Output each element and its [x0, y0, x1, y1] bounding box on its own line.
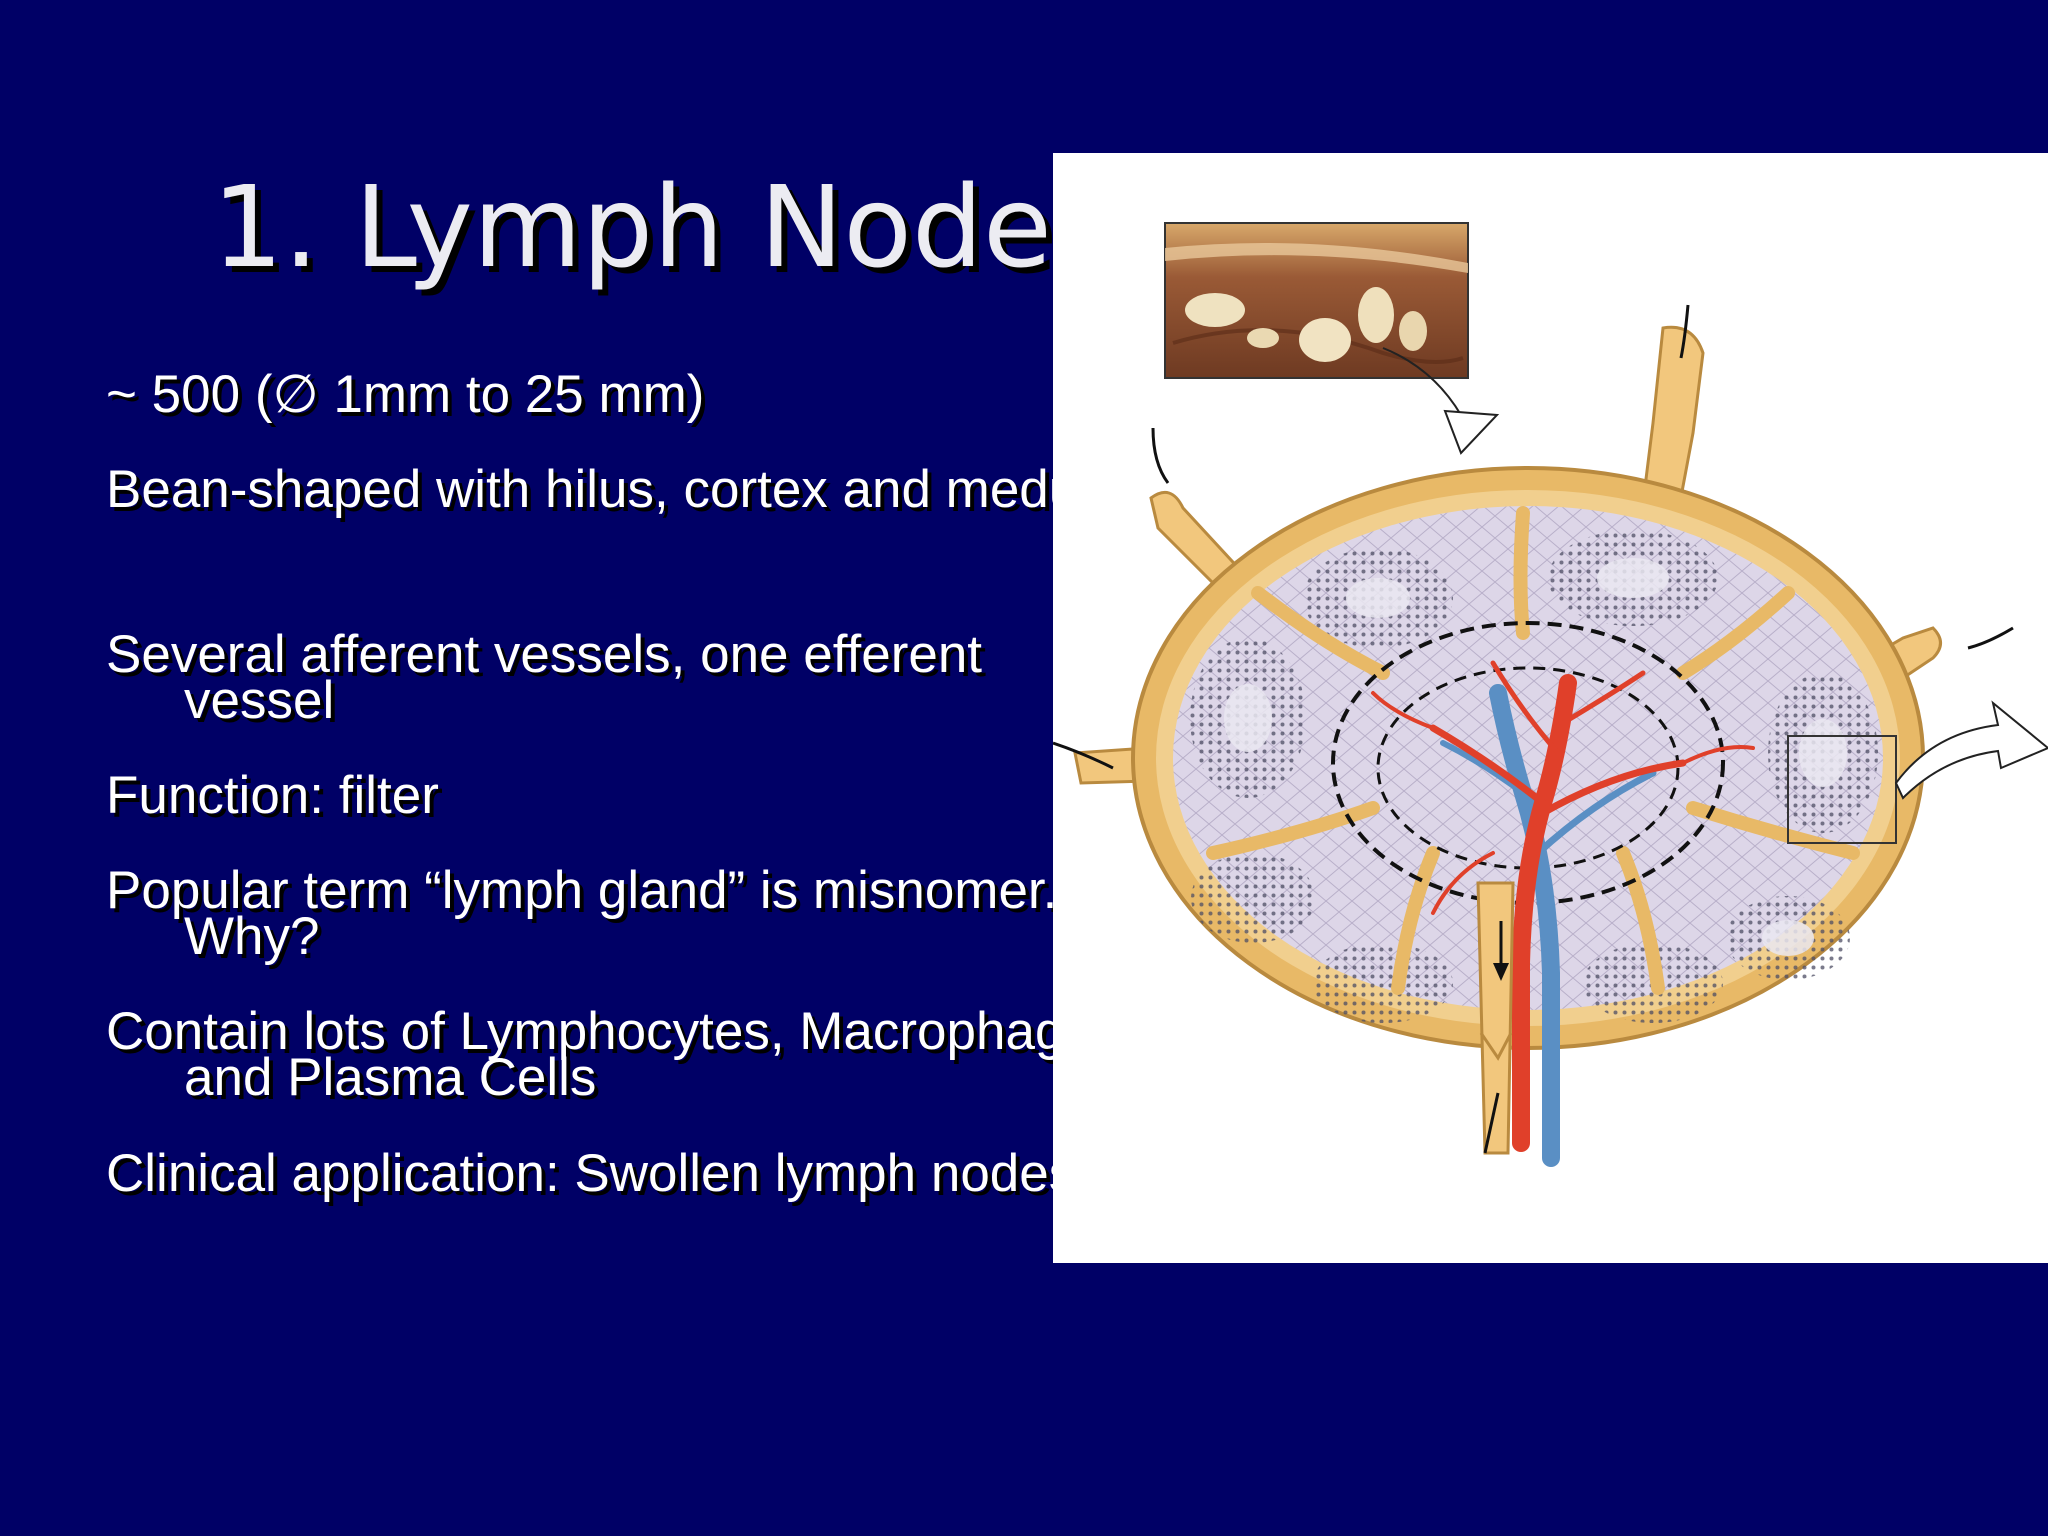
blood-vessels: [1371, 660, 1755, 1167]
bullet-vessels: Several afferent vessels, one efferent v…: [106, 625, 983, 730]
bullet-function: Function: filter: [106, 766, 439, 825]
slide-title: 1. Lymph Nodes: [212, 163, 1111, 293]
bullet-count: ~ 500 (∅ 1mm to 25 mm): [106, 365, 705, 424]
lymph-node-figure: [1053, 153, 2048, 1263]
inset-photo: [1164, 222, 1469, 379]
bullet-misnomer: Popular term “lymph gland” is misnomer. …: [106, 861, 1058, 966]
efferent-vessel: [1476, 881, 1515, 1155]
bullet-shape: Bean-shaped with hilus, cortex and medul…: [106, 460, 1132, 519]
bullet-cells: Contain lots of Lymphocytes, Macrophages…: [106, 1002, 1121, 1107]
bullet-clinical: Clinical application: Swollen lymph node…: [106, 1144, 1076, 1203]
node-body: [1131, 466, 1925, 1050]
